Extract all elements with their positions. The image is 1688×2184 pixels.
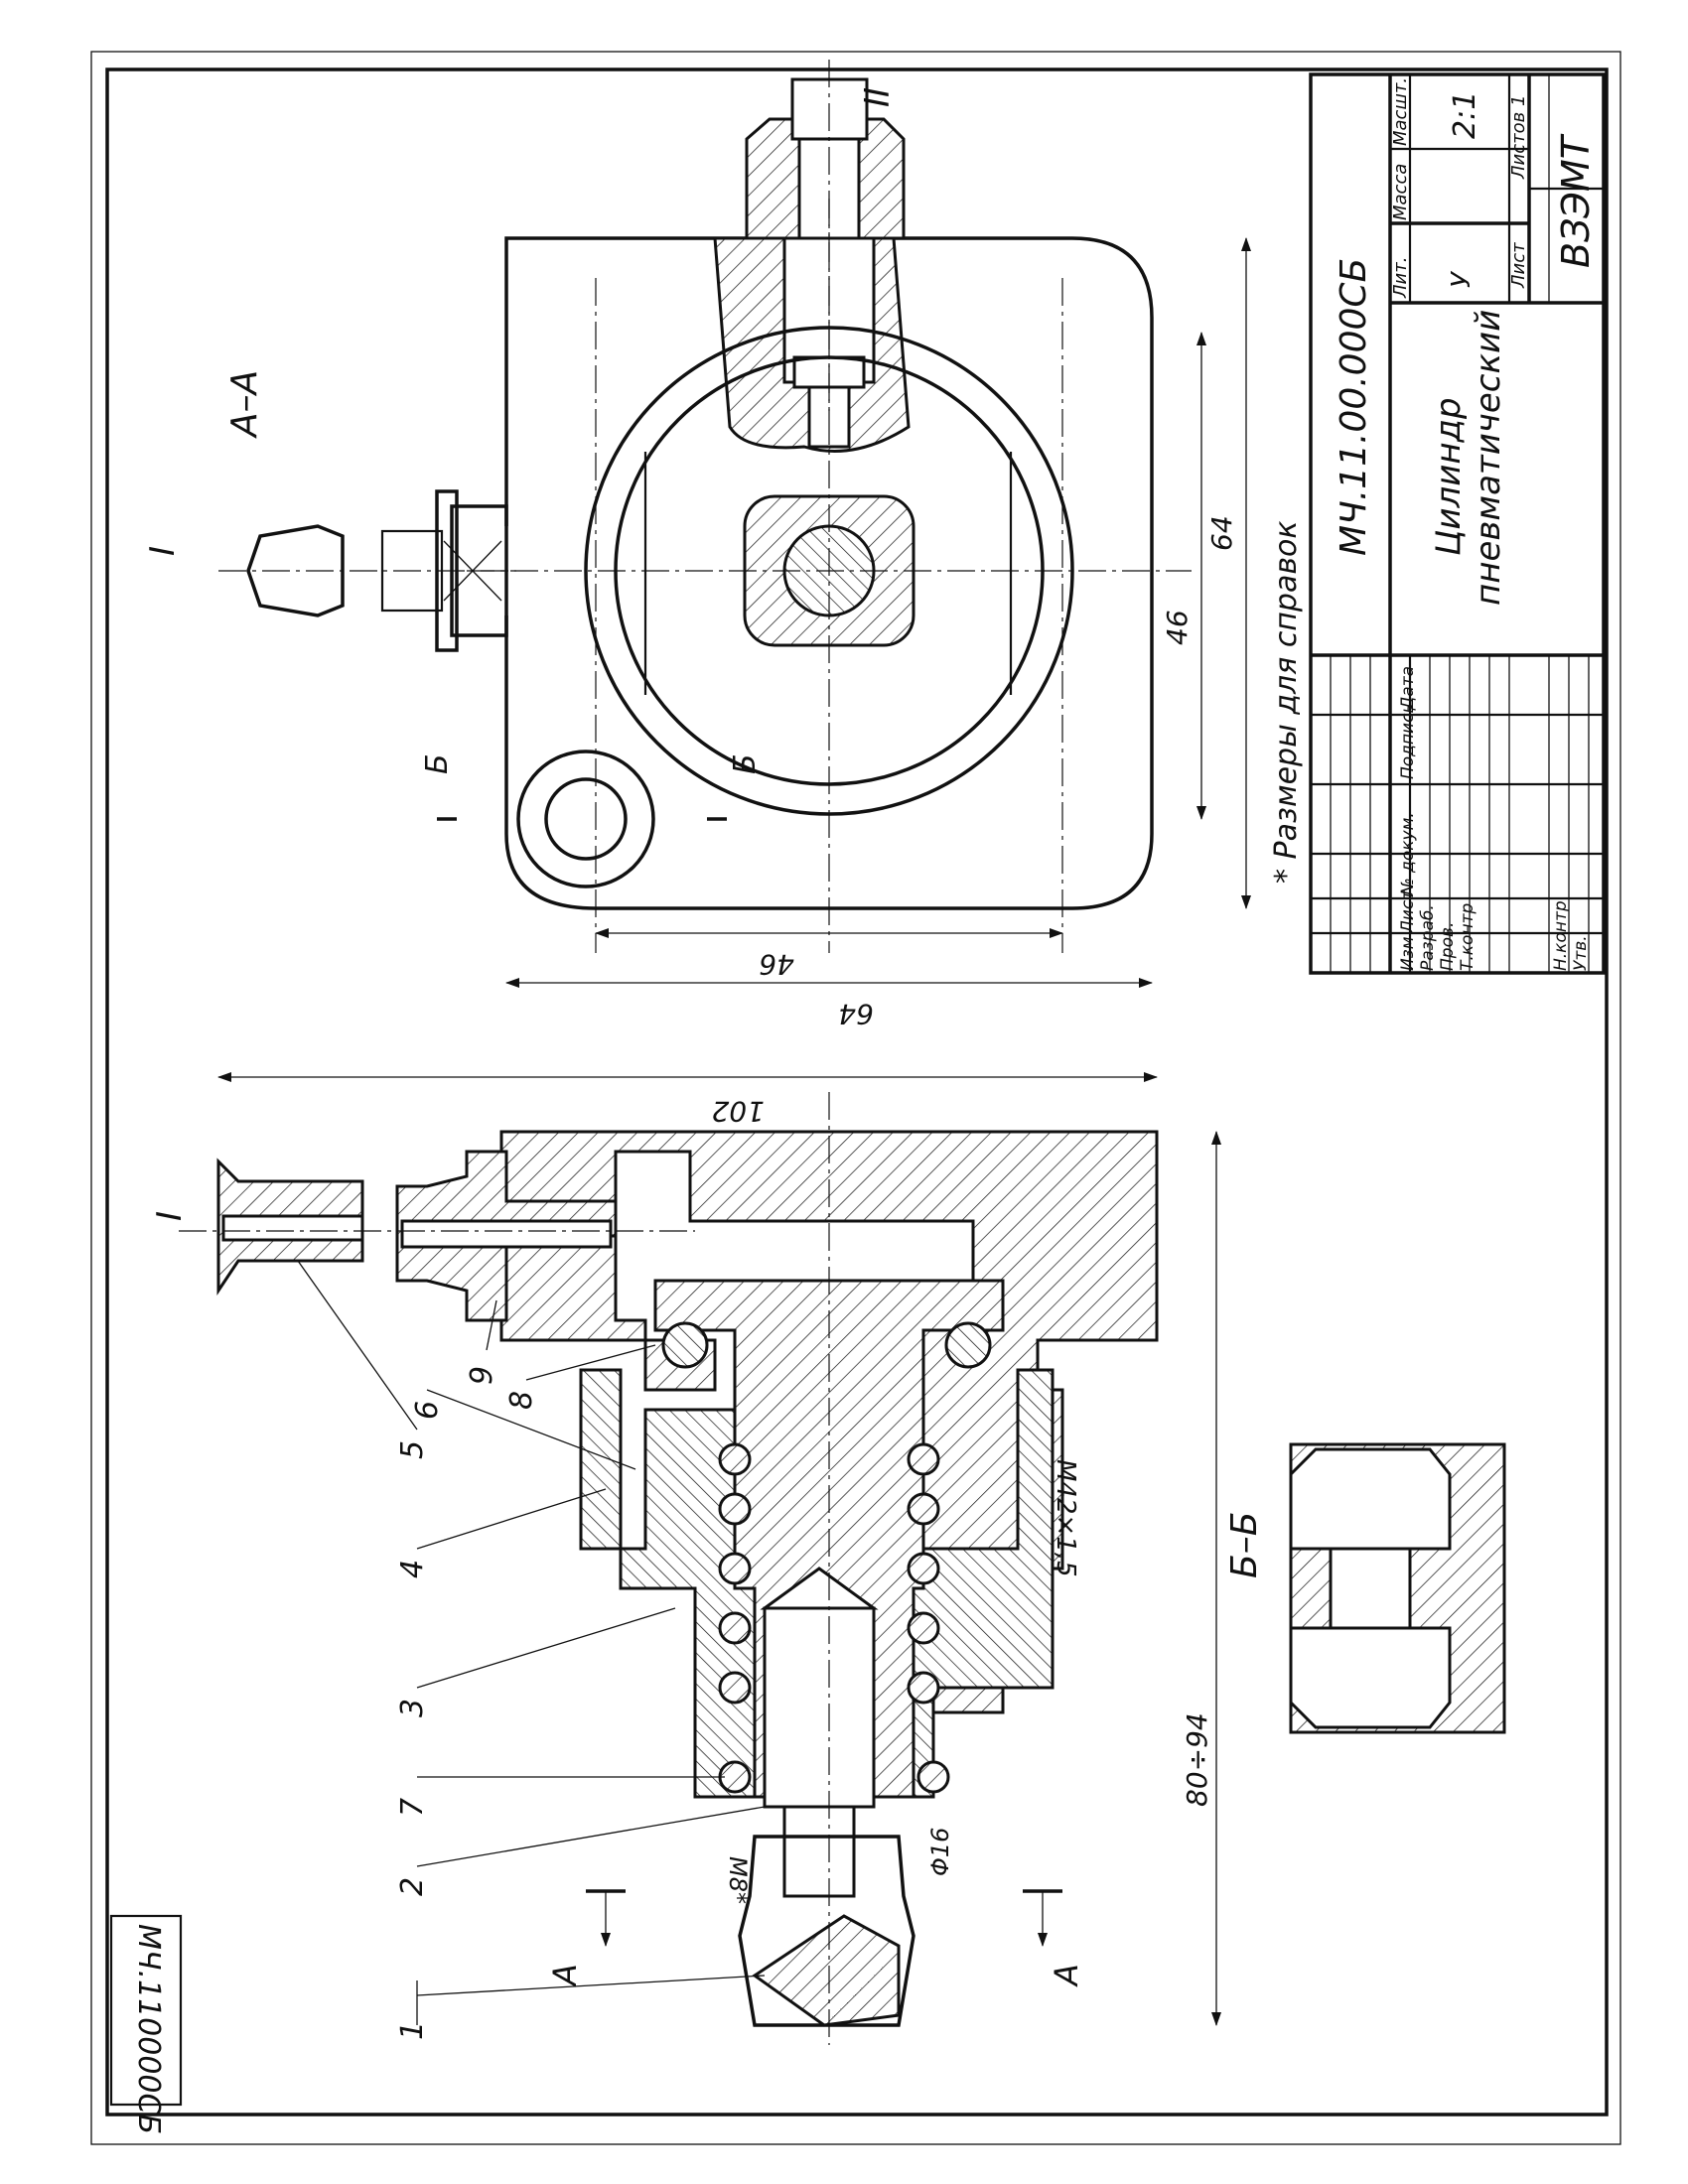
dim-80-94: 80÷94 (1181, 1712, 1213, 1807)
outer-frame (90, 51, 1621, 2145)
tb-sheets: Листов 1 (1508, 95, 1529, 180)
detail-i-label-aa: I (143, 546, 183, 556)
main-dimensions: 102 80÷94 M42×1,5 M8* Φ16 Б–Б (217, 1072, 1265, 2026)
cut-a-label-1: А (546, 1964, 584, 1987)
cut-b-label-2: Б (728, 753, 763, 774)
part-2: 2 (395, 1877, 430, 1896)
tb-header-izm: Изм (1398, 936, 1418, 971)
title-name-line2: пневматический (1469, 310, 1508, 606)
revision-grid (1311, 655, 1604, 973)
aa-dimensions: 64 46 46 64 * Размеры для справок (505, 237, 1304, 1030)
designation-box-left: МЧ.110000СБ (109, 1914, 183, 2134)
dim-46-bottom: 46 (759, 948, 794, 981)
thread-m8: M8* (724, 1856, 752, 1904)
section-aa-title: А–А (224, 370, 265, 439)
tb-role-tcontrol: Т.контр (1458, 903, 1477, 971)
dim-102: 102 (712, 1095, 765, 1128)
tb-sheet: Лист (1508, 242, 1529, 289)
part-8: 8 (504, 1391, 539, 1410)
main-section-view: I А А (150, 1092, 1159, 2045)
part-leaders: 1 2 7 3 4 5 6 8 9 (297, 1260, 766, 2040)
section-bb-view (1289, 1442, 1506, 1734)
tb-col-mass: Масса (1390, 164, 1411, 220)
dim-64-right: 64 (1205, 515, 1238, 551)
part-3: 3 (395, 1699, 430, 1717)
title-name-line1: Цилиндр (1429, 397, 1469, 556)
cut-a-label-2: А (1048, 1964, 1085, 1987)
dim-64-bottom: 64 (838, 998, 874, 1030)
tb-role-developer: Разраб. (1418, 904, 1438, 971)
tb-role-ncontrol: Н.контр (1551, 900, 1571, 971)
designation-rotated: МЧ.110000СБ (131, 1924, 166, 2134)
tb-scale: 2:1 (1448, 91, 1482, 139)
dim-46-right: 46 (1161, 610, 1194, 645)
dia-16: Φ16 (926, 1828, 954, 1876)
section-aa-view: II I А–А Б Б (143, 60, 1192, 953)
part-1: 1 (395, 2021, 430, 2040)
part-7: 7 (395, 1798, 430, 1817)
title-block: Изм Лист № докум. Подпись Дата Разраб. П… (1309, 72, 1606, 975)
detail-ii-label: II (855, 87, 895, 107)
tb-col-scale: Масшт. (1390, 77, 1411, 146)
part-5: 5 (395, 1440, 430, 1459)
tb-role-checker: Пров. (1438, 922, 1458, 971)
detail-i-label-main: I (150, 1211, 190, 1221)
tb-header-sign: Подпись (1398, 704, 1418, 779)
section-bb-title: Б–Б (1224, 1512, 1265, 1578)
tb-organization: ВЗЭМТ (1554, 133, 1598, 268)
part-4: 4 (395, 1560, 430, 1578)
reference-note: * Размеры для справок (1269, 520, 1304, 884)
tb-role-approved: Утв. (1571, 935, 1591, 971)
title-designation: МЧ.11.00.000СБ (1334, 258, 1374, 556)
tb-header-list: Лист (1398, 889, 1418, 934)
tb-litera: У (1447, 270, 1477, 288)
part-9: 9 (465, 1366, 499, 1385)
spring-coils (718, 1442, 950, 1794)
tb-header-date: Дата (1398, 666, 1418, 711)
cut-b-label-1: Б (420, 753, 455, 774)
thread-m42: M42×1,5 (1051, 1459, 1080, 1577)
part-6: 6 (410, 1401, 445, 1420)
tb-col-lit: Лит. (1390, 257, 1411, 299)
tb-header-doc: № докум. (1398, 812, 1418, 896)
